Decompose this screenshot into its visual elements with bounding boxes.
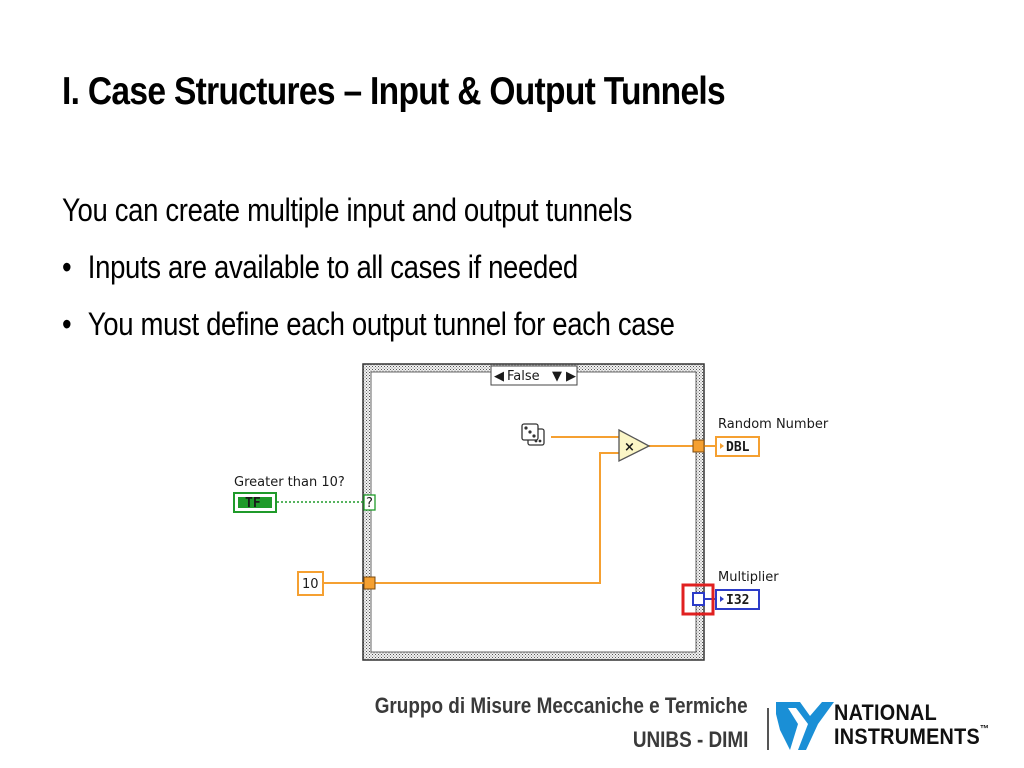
- selector-prev-arrow[interactable]: ◀: [494, 369, 504, 384]
- numeric-constant[interactable]: 10: [297, 571, 324, 596]
- multiply-symbol: ×: [624, 440, 635, 455]
- logo-line1: NATIONAL: [834, 700, 937, 725]
- logo-line2: INSTRUMENTS™: [834, 724, 989, 750]
- bullet-dot: •: [62, 306, 72, 342]
- bullet-text: Inputs are available to all cases if nee…: [87, 249, 578, 285]
- case-structure-frame[interactable]: [362, 363, 705, 661]
- wire-constant-to-multiply: [375, 452, 619, 584]
- selector-next-arrow[interactable]: ▶: [566, 369, 576, 384]
- ni-eagle-icon: [767, 702, 834, 750]
- intro-text: You can create multiple input and output…: [62, 192, 632, 228]
- random-number-indicator[interactable]: DBL: [715, 436, 760, 457]
- boolean-control-label: Greater than 10?: [234, 475, 345, 490]
- boolean-control-terminal[interactable]: TF: [233, 492, 277, 513]
- output-tunnel-multiplier[interactable]: [681, 583, 715, 616]
- dice-icon[interactable]: [521, 423, 545, 446]
- boolean-type-label: TF: [245, 496, 261, 511]
- input-tunnel-constant[interactable]: [363, 576, 376, 590]
- output-tunnel-random[interactable]: [692, 439, 705, 453]
- case-selector[interactable]: ◀ False ▼ ▶: [490, 365, 578, 386]
- bullet-text: You must define each output tunnel for e…: [87, 306, 675, 342]
- random-indicator-label: Random Number: [718, 417, 829, 432]
- selector-terminal[interactable]: ?: [363, 494, 376, 511]
- case-selector-label: False: [507, 369, 540, 384]
- multiply-function[interactable]: ×: [618, 428, 651, 463]
- logo-line2-text: INSTRUMENTS: [834, 724, 980, 749]
- random-type-label: DBL: [726, 440, 750, 455]
- national-instruments-logo: NATIONAL INSTRUMENTS™: [766, 694, 1016, 756]
- selector-dropdown-arrow[interactable]: ▼: [552, 369, 562, 384]
- footer-department: UNIBS - DIMI: [632, 727, 748, 752]
- tunnel-highlight-box: [681, 583, 715, 616]
- bullet-dot: •: [62, 249, 72, 285]
- trademark-symbol: ™: [979, 724, 990, 735]
- selector-terminal-symbol: ?: [366, 496, 373, 511]
- constant-value: 10: [302, 577, 319, 592]
- multiplier-type-label: I32: [726, 593, 749, 608]
- multiplier-indicator-label: Multiplier: [718, 570, 779, 585]
- slide-title: I. Case Structures – Input & Output Tunn…: [62, 70, 726, 113]
- footer-group-name: Gruppo di Misure Meccaniche e Termiche: [375, 693, 748, 718]
- multiplier-indicator[interactable]: I32: [715, 589, 760, 610]
